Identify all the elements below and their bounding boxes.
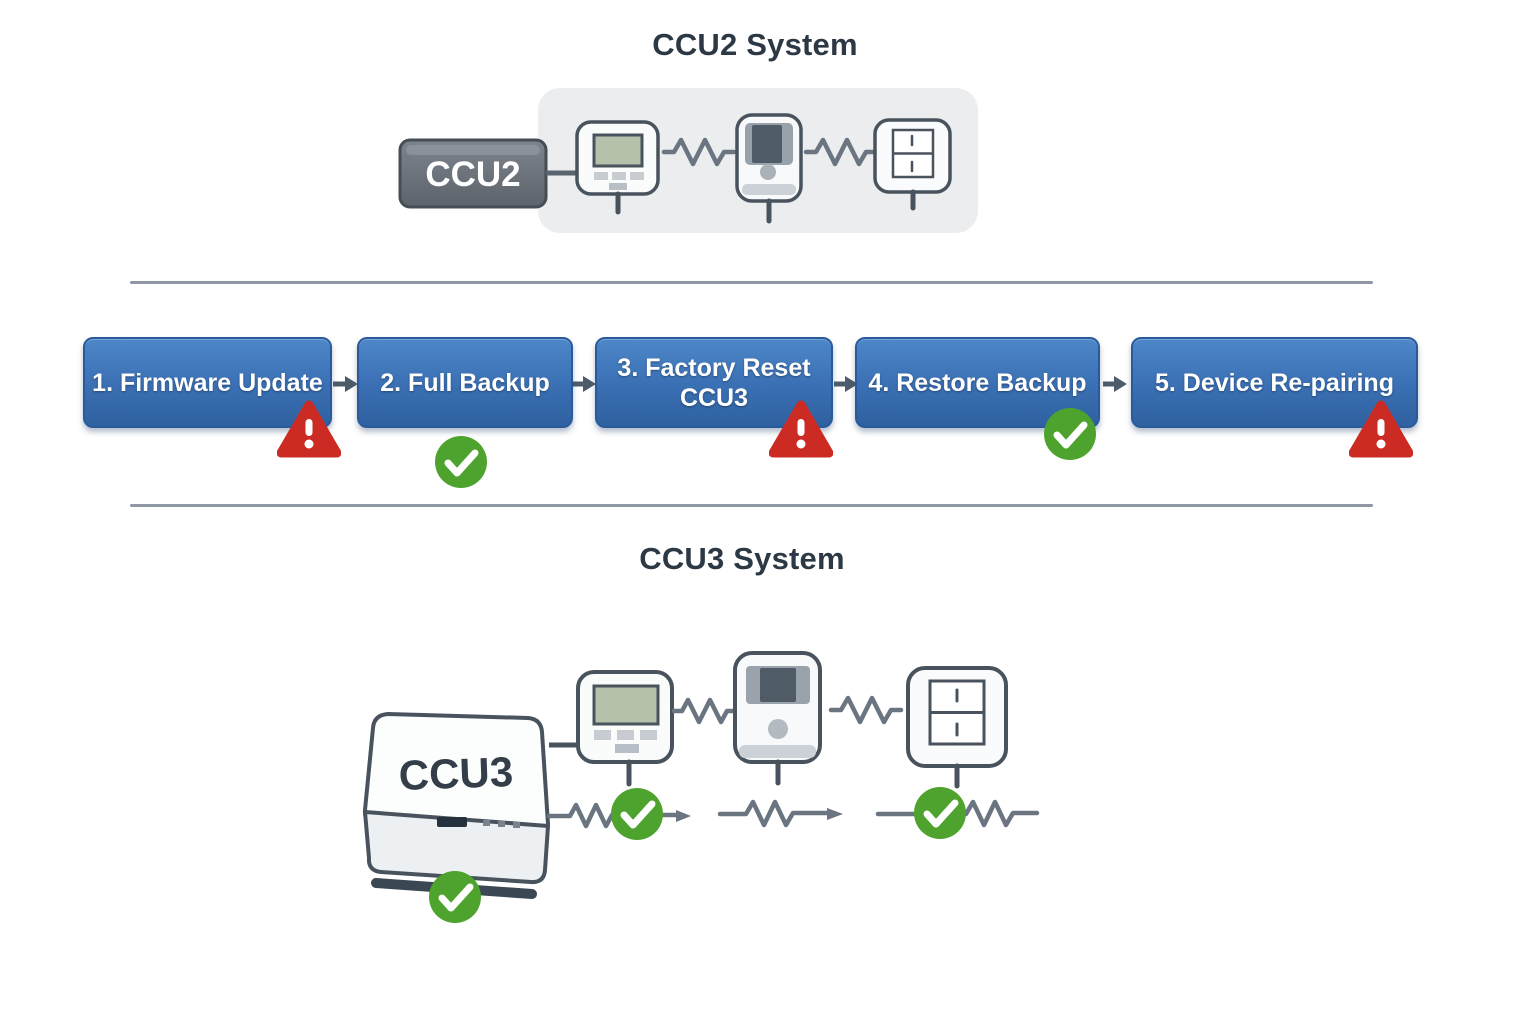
check-icon xyxy=(429,871,481,923)
ccu3-section-title: CCU3 System xyxy=(639,541,845,576)
pairing-zigzag-1 xyxy=(546,802,679,829)
ccu2-section-title: CCU2 System xyxy=(652,27,858,62)
motion-sensor-icon xyxy=(733,651,822,786)
radio-link-zigzag xyxy=(828,695,904,725)
arrowhead xyxy=(676,810,691,822)
radio-link-zigzag xyxy=(803,137,879,167)
ccu3-hub-front-face xyxy=(363,810,550,885)
check-icon xyxy=(611,788,663,840)
ccu3-hub-label: CCU3 xyxy=(398,748,514,799)
thermostat-icon xyxy=(576,670,674,787)
motion-sensor-icon xyxy=(735,113,803,224)
thermostat-icon xyxy=(575,120,660,215)
ccu2-system-diagram: CCU2 xyxy=(398,88,978,233)
arrow-right-icon xyxy=(1103,376,1127,392)
ccu3-system-diagram: CCU3 xyxy=(362,651,1040,923)
separator-top xyxy=(130,281,1373,284)
ccu2-hub-label: CCU2 xyxy=(425,155,520,194)
pairing-zigzag-3 xyxy=(875,799,1040,828)
ccu3-hub-slot xyxy=(437,817,467,827)
flow-arrows xyxy=(333,376,1127,392)
arrow-right-icon xyxy=(834,376,858,392)
radio-link-zigzag xyxy=(671,697,738,725)
separator-bottom xyxy=(130,504,1373,507)
wall-switch-icon xyxy=(873,118,952,211)
ccu2-hub: CCU2 xyxy=(398,138,548,209)
wall-switch-icon xyxy=(906,666,1008,789)
radio-link-zigzag xyxy=(661,137,737,167)
check-icon xyxy=(914,787,966,839)
arrow-right-icon xyxy=(572,376,596,392)
arrowhead xyxy=(827,808,843,820)
ccu3-pairing-connections xyxy=(546,787,1040,840)
arrow-right-icon xyxy=(333,376,358,392)
ccu3-hub: CCU3 xyxy=(362,712,550,899)
ccu2-hub-highlight xyxy=(406,145,540,155)
pairing-zigzag-2 xyxy=(717,799,830,828)
